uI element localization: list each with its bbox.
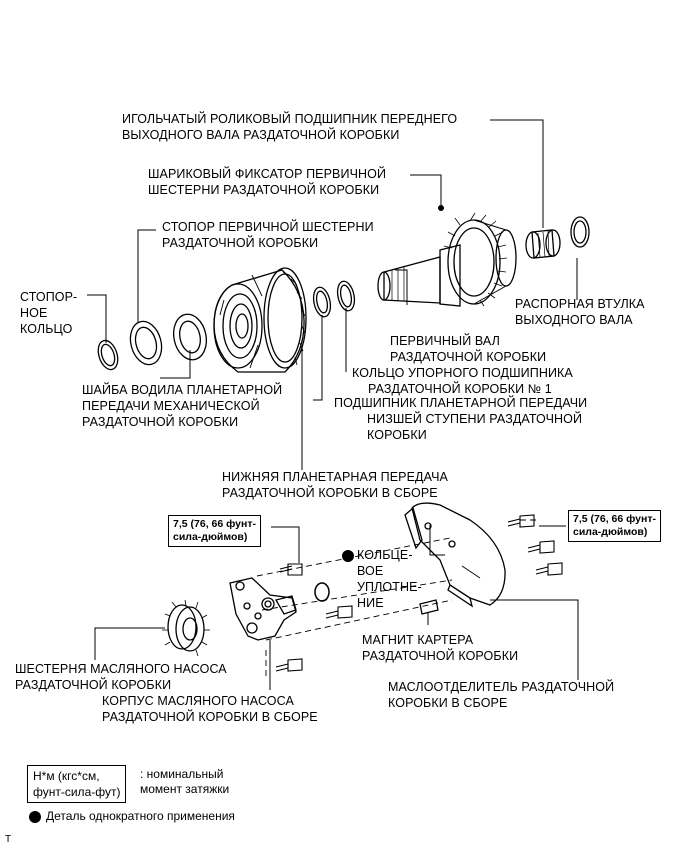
- pump-body-label-1: КОРПУС МАСЛЯНОГО НАСОСА: [102, 694, 294, 708]
- legend-unit-desc-2: момент затяжки: [140, 782, 230, 796]
- o-ring-shape: [314, 582, 330, 602]
- input-shaft-label-1: ПЕРВИЧНЫЙ ВАЛ: [390, 334, 500, 348]
- needle-bearing-label-1: ИГОЛЬЧАТЫЙ РОЛИКОВЫЙ ПОДШИПНИК ПЕРЕДНЕГО: [122, 112, 458, 126]
- bolt-right-2: [527, 540, 555, 554]
- non-reusable-dot-icon: [342, 550, 354, 562]
- torque-right-line-2: сила-дюймов): [573, 526, 648, 538]
- thrust-ring-shape: [336, 280, 356, 312]
- magnet-label-1: МАГНИТ КАРТЕРА: [362, 633, 474, 647]
- oil-gear-shape: [162, 599, 210, 657]
- bolt-left-2: [325, 605, 353, 619]
- torque-spec-right: 7,5 (76, 66 фунт- сила-дюймов): [568, 510, 661, 542]
- legend-dot-icon: [29, 811, 41, 823]
- spacer-label-1: РАСПОРНАЯ ВТУЛКА: [515, 297, 645, 311]
- thrust-ring-label-1: КОЛЬЦО УПОРНОГО ПОДШИПНИКА: [352, 366, 573, 380]
- needle-bearing-label-2: ВЫХОДНОГО ВАЛА РАЗДАТОЧНОЙ КОРОБКИ: [122, 128, 400, 142]
- magnet-shape: [419, 599, 439, 615]
- separator-label-2: КОРОБКИ В СБОРЕ: [388, 696, 508, 710]
- pump-body-label-2: РАЗДАТОЧНОЙ КОРОБКИ В СБОРЕ: [102, 710, 318, 724]
- bolt-left-3: [275, 658, 303, 672]
- low-planetary-label-2: РАЗДАТОЧНОЙ КОРОБКИ В СБОРЕ: [222, 486, 438, 500]
- thrust-ring-label-2: РАЗДАТОЧНОЙ КОРОБКИ № 1: [368, 382, 552, 396]
- corner-mark: T: [5, 834, 12, 845]
- ball-retainer-label-2: ШЕСТЕРНИ РАЗДАТОЧНОЙ КОРОБКИ: [148, 183, 380, 197]
- planet-bearing-label-3: КОРОБКИ: [367, 428, 427, 442]
- o-ring-label-4: НИЕ: [357, 596, 384, 610]
- o-ring-label-1: КОЛЬЦЕ-: [357, 548, 413, 562]
- carrier-washer-label-3: РАЗДАТОЧНОЙ КОРОБКИ: [82, 415, 239, 429]
- bolt-left-1: [279, 563, 303, 576]
- torque-left-line-2: сила-дюймов): [173, 531, 248, 543]
- o-ring-label-2: ВОЕ: [357, 564, 384, 578]
- ball-retainer-label-1: ШАРИКОВЫЙ ФИКСАТОР ПЕРВИЧНОЙ: [148, 167, 387, 181]
- snap-ring-label-3: КОЛЬЦО: [20, 322, 73, 336]
- carrier-washer-label-1: ШАЙБА ВОДИЛА ПЛАНЕТАРНОЙ: [82, 383, 283, 397]
- legend-unit-desc-1: : номинальный: [140, 767, 224, 781]
- magnet-label-2: РАЗДАТОЧНОЙ КОРОБКИ: [362, 649, 519, 663]
- bolt-right-1: [507, 514, 535, 528]
- separator-label-1: МАСЛООТДЕЛИТЕЛЬ РАЗДАТОЧНОЙ: [388, 680, 615, 694]
- oil-pump-body-shape: [229, 577, 297, 641]
- planetary-assembly-shape: [213, 267, 307, 373]
- legend-non-reusable-label: Деталь однократного применения: [46, 809, 235, 823]
- planet-bearing-shape: [312, 286, 332, 318]
- carrier-washer-shape: [172, 313, 208, 361]
- gear-stopper-label-2: РАЗДАТОЧНОЙ КОРОБКИ: [162, 236, 319, 250]
- gear-stopper-label-1: СТОПОР ПЕРВИЧНОЙ ШЕСТЕРНИ: [162, 220, 374, 234]
- oil-gear-label-2: РАЗДАТОЧНОЙ КОРОБКИ: [15, 678, 172, 692]
- spacer-label-2: ВЫХОДНОГО ВАЛА: [515, 313, 633, 327]
- snap-ring-shape: [97, 339, 119, 371]
- legend-torque-unit-box: Н*м (кгс*см, фунт-сила-фут): [27, 765, 127, 803]
- snap-ring-label-2: НОЕ: [20, 306, 48, 320]
- needle-bearing-shape: [525, 229, 561, 259]
- planet-bearing-label-1: ПОДШИПНИК ПЛАНЕТАРНОЙ ПЕРЕДАЧИ: [334, 396, 588, 410]
- spacer-shape: [570, 216, 590, 248]
- oil-gear-label-1: ШЕСТЕРНЯ МАСЛЯНОГО НАСОСА: [15, 662, 227, 676]
- input-shaft-label-2: РАЗДАТОЧНОЙ КОРОБКИ: [390, 350, 547, 364]
- legend-unit-line-2: фунт-сила-фут): [33, 785, 121, 799]
- low-planetary-label-1: НИЖНЯЯ ПЛАНЕТАРНАЯ ПЕРЕДАЧА: [222, 470, 448, 484]
- torque-spec-left: 7,5 (76, 66 фунт- сила-дюймов): [168, 515, 261, 547]
- torque-left-line-1: 7,5 (76, 66 фунт-: [173, 518, 256, 530]
- o-ring-label-3: УПЛОТНЕ-: [357, 580, 422, 594]
- snap-ring-label-1: СТОПОР-: [20, 290, 78, 304]
- legend-unit-line-1: Н*м (кгс*см,: [33, 769, 100, 783]
- oil-separator-shape: [404, 502, 506, 608]
- planet-bearing-label-2: НИЗШЕЙ СТУПЕНИ РАЗДАТОЧНОЙ: [367, 412, 583, 426]
- gear-stopper-shape: [129, 320, 163, 366]
- input-shaft-shape: [377, 212, 517, 307]
- torque-right-line-1: 7,5 (76, 66 фунт-: [573, 513, 656, 525]
- bolt-right-3: [535, 562, 563, 576]
- carrier-washer-label-2: ПЕРЕДАЧИ МЕХАНИЧЕСКОЙ: [82, 399, 260, 413]
